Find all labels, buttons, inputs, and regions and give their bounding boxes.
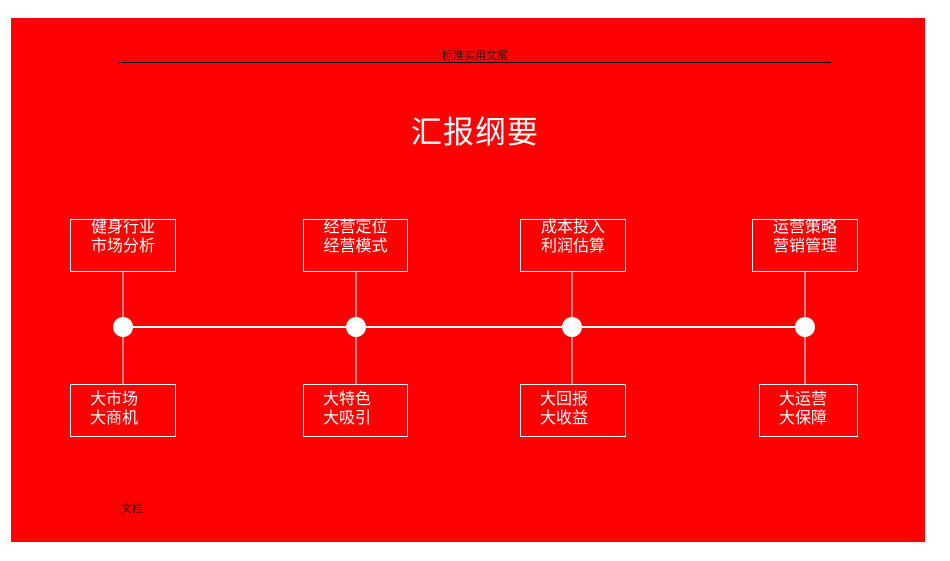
top-box-2: 经营定位 经营模式 [303, 217, 408, 272]
top-box-2-line2: 经营模式 [323, 236, 388, 255]
bottom-box-3-line2: 大收益 [540, 408, 589, 427]
top-box-1-line1: 健身行业 [90, 217, 155, 236]
top-box-3: 成本投入 利润估算 [520, 217, 626, 272]
top-box-1-line2: 市场分析 [90, 236, 155, 255]
page-title: 汇报纲要 [411, 115, 539, 151]
timeline-node-3 [562, 317, 582, 337]
footer-text: 文档 [121, 502, 143, 515]
bottom-box-2: 大特色 大吸引 [303, 384, 408, 437]
timeline-node-4 [795, 317, 815, 337]
header-rule [119, 62, 831, 63]
slide-background [11, 18, 925, 542]
bottom-box-1-line1: 大市场 [90, 389, 139, 408]
top-box-4-line1: 运营策略 [772, 217, 837, 236]
bottom-box-4-line1: 大运营 [779, 389, 828, 408]
bottom-box-1: 大市场 大商机 [70, 384, 176, 437]
top-box-4-line2: 营销管理 [772, 236, 837, 255]
top-box-3-line2: 利润估算 [540, 236, 605, 255]
top-box-4: 运营策略 营销管理 [752, 217, 858, 272]
bottom-box-2-line2: 大吸引 [323, 408, 372, 427]
bottom-box-3: 大回报 大收益 [520, 384, 626, 437]
bottom-box-1-line2: 大商机 [90, 408, 139, 427]
bottom-box-2-line1: 大特色 [323, 389, 372, 408]
bottom-box-3-line1: 大回报 [540, 389, 589, 408]
top-box-3-line1: 成本投入 [540, 217, 605, 236]
top-box-2-line1: 经营定位 [323, 217, 388, 236]
bottom-box-4-line2: 大保障 [779, 408, 828, 427]
top-box-1: 健身行业 市场分析 [70, 217, 176, 272]
bottom-box-4: 大运营 大保障 [759, 384, 858, 437]
header-text: 标准实用文案 [442, 49, 508, 62]
timeline-node-1 [113, 317, 133, 337]
timeline-node-2 [346, 317, 366, 337]
